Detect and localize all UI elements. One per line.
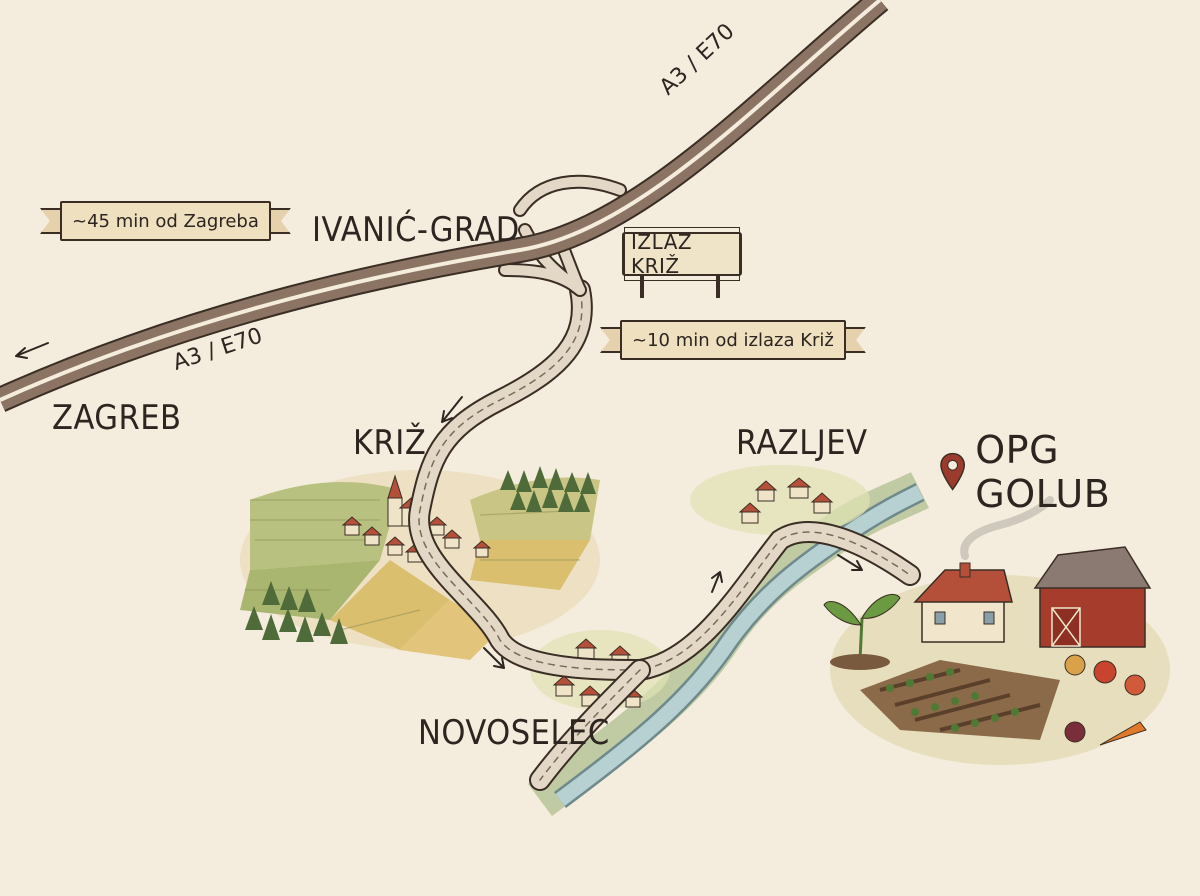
banner-from-zagreb: ~45 min od Zagreba <box>40 201 291 241</box>
razljev-village <box>690 465 870 535</box>
place-label-zagreb: ZAGREB <box>52 398 182 438</box>
highway-a3 <box>0 0 889 412</box>
map-pin-icon <box>940 452 966 491</box>
place-label-novoselec: NOVOSELEC <box>418 713 610 753</box>
local-roads <box>408 174 921 791</box>
banner-from-exit-text: ~10 min od izlaza Križ <box>620 320 846 360</box>
direction-arrows <box>15 342 863 669</box>
banner-from-zagreb-text: ~45 min od Zagreba <box>60 201 271 241</box>
place-label-kriz: KRIŽ <box>353 423 427 463</box>
exit-sign: IZLAZ KRIŽ <box>622 227 742 300</box>
farm-opg-golub <box>823 496 1170 765</box>
destination-label: OPG GOLUB <box>940 428 1200 516</box>
destination-name: OPG GOLUB <box>975 428 1111 516</box>
banner-from-exit: ~10 min od izlaza Križ <box>600 320 866 360</box>
river <box>528 471 929 817</box>
place-label-razljev: RAZLJEV <box>736 423 868 463</box>
place-label-ivanic-grad: IVANIĆ-GRAD <box>312 210 520 250</box>
exit-sign-text: IZLAZ KRIŽ <box>624 227 740 281</box>
